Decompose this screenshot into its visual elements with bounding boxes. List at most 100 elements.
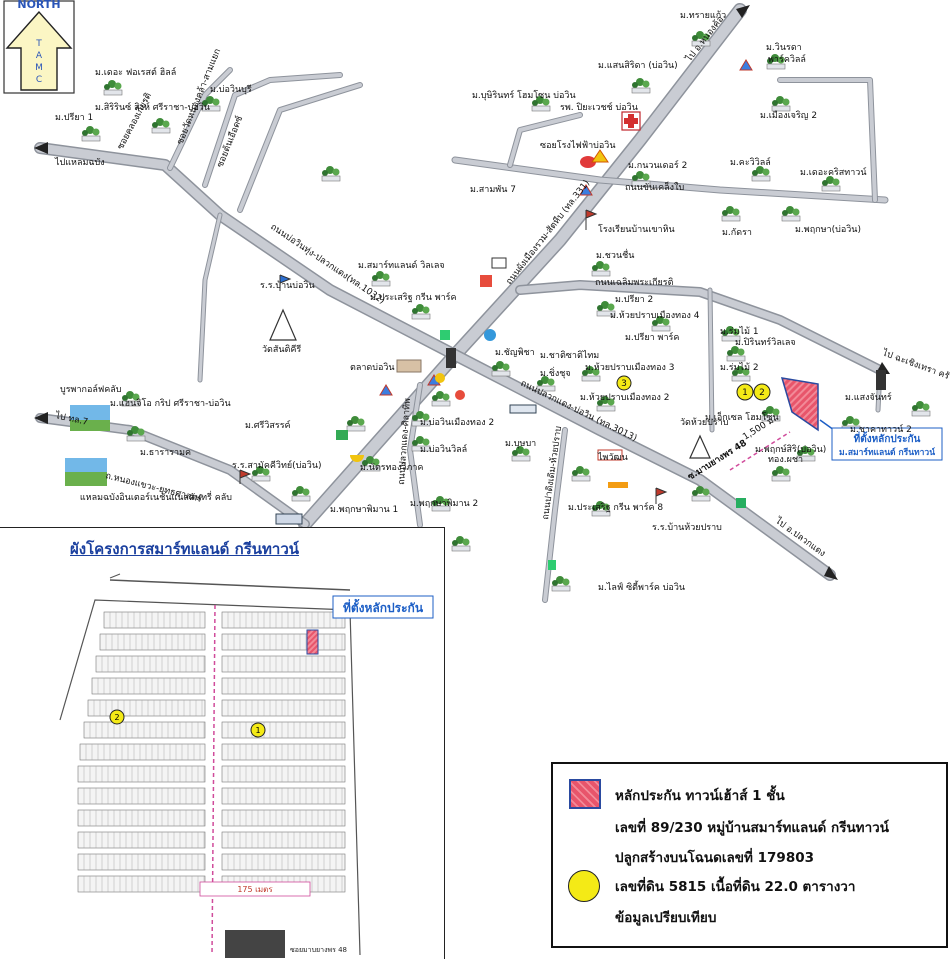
label-m-chanyaphirat: ม.ชัญพิชา	[495, 347, 535, 358]
legend-line-4: เลขที่ดิน 5815 เนื้อที่ดิน 22.0 ตารางวา	[615, 879, 856, 895]
label-soi-roongfai: ซอยโรงไฟฟ้าบ่อวิน	[540, 140, 616, 151]
inset-housing-row	[77, 853, 206, 871]
road-chaloem	[516, 281, 884, 374]
label-m-theforest: ม.เดอะ ฟอเรสต์ ฮิลล์	[95, 66, 176, 78]
label-piya-hospital: รพ. ปิยะเวชช์ บ่อวิน	[560, 101, 638, 113]
comparable-marker-1	[736, 383, 754, 401]
village-icon	[591, 260, 611, 277]
label-m-rompai2: ม.ร่มไม้ 2	[720, 362, 759, 373]
inset-plan-drawing: ที่ตั้งหลักประกัน 2 1 175 เมตร ซอยมาบยาง…	[59, 573, 434, 958]
label-golf-laemchabang: แหลมฉบังอินเตอร์เนชั่นแนลคันทรี่ คลับ	[80, 490, 232, 503]
inset-housing-row	[221, 787, 346, 805]
road-network	[34, 3, 889, 603]
inset-housing-row	[103, 611, 206, 629]
landmarks	[65, 59, 886, 570]
label-to-chachoengsao: ไป ฉะเชิงเทรา ครัว	[880, 347, 950, 383]
arrow-left-laemchabang-icon	[34, 142, 48, 154]
village-icon	[781, 205, 801, 222]
legend-line-3: ปลูกสร้างบนโฉนดเลขที่ 179803	[615, 850, 814, 866]
label-m-saengchan: ม.แสงจันทร์	[845, 391, 892, 403]
inset-housing-row	[221, 655, 346, 673]
store-icon	[440, 330, 450, 340]
road-331	[299, 4, 746, 530]
inset-scale-label: 175 เมตร	[237, 885, 273, 894]
label-m-winrada-park: พาร์ควิลล์	[768, 53, 806, 65]
label-m-bowinburi: ม.บ่อวินบุรี	[210, 84, 252, 95]
inset-housing-row	[77, 809, 206, 827]
inset-housing-row	[99, 633, 206, 651]
label-golf-boorapa: บูรพากอล์ฟคลับ	[60, 383, 122, 395]
market-icon	[396, 359, 422, 373]
shop-icon	[608, 482, 628, 488]
label-m-kanawaet2: ม.กนวนเดอร์ 2	[628, 159, 687, 171]
label-m-smartland: ม.สมาร์ทแลนด์ วิลเลจ	[358, 259, 445, 271]
comparable-marker-1-label: 1	[742, 388, 748, 398]
label-m-huaipraban2: ม.ห้วยปราบเมืองทอง 2	[580, 392, 670, 403]
label-thanon-khamtaek: ถนนขันเคล็งใบ	[625, 180, 684, 193]
label-m-pruksa: ม.พฤกษา(บ่อวิน)	[795, 224, 861, 235]
label-soi-wattanaka: ซอยวัดหนองคล้า-สามแยก	[175, 47, 224, 146]
inset-housing-row	[77, 765, 206, 783]
inset-comparable-marker-1	[250, 722, 266, 738]
label-school-banbowin: ร.ร.บ้านบ่อวิน	[260, 280, 315, 291]
inset-housing-row	[221, 699, 346, 717]
tamc-letter-t: T	[35, 39, 42, 49]
village-icon	[103, 79, 123, 96]
north-arrow-icon: NORTH T A M C	[3, 0, 75, 94]
shop-icon	[548, 560, 556, 570]
label-m-nathong: ม.นัตรทองวิภาค	[360, 462, 423, 473]
label-m-priya-park: ม.ปรียา พาร์ค	[625, 331, 679, 343]
inset-site-label: ที่ตั้งหลักประกัน	[343, 598, 424, 615]
label-m-saipraw: ม.ทรายแก้ว	[680, 10, 726, 21]
site-note-village: ม.สมาร์ทแลนด์ กรีนทาวน์	[839, 447, 935, 458]
supermarket-icon	[597, 449, 623, 461]
label-wat-huaipraban: วัดห้วยปราบ	[680, 417, 729, 428]
north-arrow-box: NORTH T A M C	[3, 0, 75, 94]
temple-icon	[269, 308, 297, 341]
mega-store-icon	[275, 513, 303, 525]
inset-housing-row	[221, 765, 346, 783]
arrow-down-plaukdaeng-icon	[824, 566, 838, 580]
label-school-khaohin: โรงเรียนบ้านเขาหิน	[598, 224, 675, 235]
shop-icon	[736, 498, 746, 508]
label-shop-wattana: ไพวัฒน	[597, 452, 628, 463]
label-m-huaipraban3: ม.ห้วยปราบเมืองทอง 3	[585, 362, 675, 373]
label-m-priya2: ม.ปรียา 2	[615, 294, 653, 305]
label-m-bowin-villa: ม.บ่อวินวิลล์	[420, 443, 467, 455]
village-icon	[451, 535, 471, 552]
village-icon	[551, 575, 571, 592]
ptt-logo-icon	[379, 384, 393, 396]
label-m-budsaba: ม.บุษบา	[505, 439, 536, 449]
label-m-siprisrit: ม.ศรีวิสรรค์	[245, 419, 291, 431]
legend-line-1: หลักประกัน ทาวน์เฮ้าส์ 1 ชั้น	[615, 788, 785, 804]
village-icon	[571, 465, 591, 482]
label-m-sansirida: ม.แสนสิริดา (บ่อวิน)	[598, 60, 678, 71]
inset-title: ผังโครงการสมาร์ทแลนด์ กรีนทาวน์	[70, 540, 300, 558]
site-note-title: ที่ตั้งหลักประกัน	[854, 431, 921, 445]
label-m-pirin: ม.ปิรินทร์วิลเลจ	[735, 336, 796, 348]
inset-bottom-road-label: ซอยมาบยางพร 48	[290, 946, 347, 954]
shop-icon	[455, 390, 465, 400]
label-school-samaki: ร.ร.สามัคคีวิทย์(บ่อวิน)	[232, 459, 322, 471]
label-m-chingchok: ม.ชิ่งชุจ	[540, 366, 571, 379]
tamc-letter-a: A	[36, 51, 43, 61]
village-icon	[151, 117, 171, 134]
inset-housing-row	[77, 787, 206, 805]
school-flag-icon	[279, 274, 292, 291]
label-m-huaipraban4: ม.ห้วยปราบเมืองทอง 4	[610, 310, 700, 321]
village-icon	[291, 485, 311, 502]
traffic-light-icon	[446, 348, 456, 368]
label-school-huaipraban: ร.ร.บ้านห้วยปราบ	[652, 522, 722, 533]
label-m-winrada: ม.วินรดา	[766, 42, 802, 53]
inset-housing-row	[221, 721, 346, 739]
label-m-bansiri: ม.บุษิรินทร์ โฮมโซน บ่อวิน	[472, 89, 576, 101]
label-m-pruksa1: ม.พฤกษาพิมาน 1	[330, 504, 398, 515]
legend-line-2: เลขที่ 89/230 หมู่บ้านสมาร์ทแลนด์ กรีนทา…	[615, 820, 889, 836]
village-icon	[751, 165, 771, 182]
label-m-charoenchai: ม.ชาติซาติไทม	[540, 350, 599, 361]
inset-housing-row	[221, 743, 346, 761]
shop-icon	[336, 430, 348, 440]
label-to-laemchabang: ไปแหลมฉบัง	[54, 157, 105, 168]
inset-housing-row	[221, 809, 346, 827]
